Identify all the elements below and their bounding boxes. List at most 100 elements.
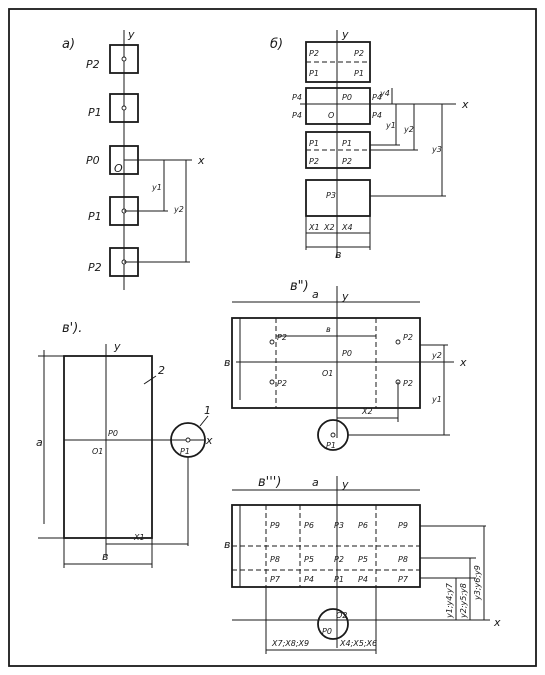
panel-a-load-5: P2 xyxy=(88,261,102,274)
panel-a-dim-y1-label: y1 xyxy=(151,183,162,192)
panel-b-y-label: y xyxy=(341,28,349,41)
panel-b-dim-x2: X2 xyxy=(323,223,335,232)
panel-v1-label: в'). xyxy=(62,321,82,336)
panel-a-load-2: P1 xyxy=(88,106,102,119)
panel-b-mid-block xyxy=(305,87,371,125)
panel-v3-height: в xyxy=(224,538,230,551)
panel-b-top-load-2: P2 xyxy=(354,49,364,58)
panel-v2-center-load: P0 xyxy=(342,349,352,358)
panel-v3-r2-2: P5 xyxy=(304,555,314,564)
panel-v2-external-load: P1 xyxy=(326,441,336,450)
panel-v2-corner-4: P2 xyxy=(403,379,413,388)
panel-v3-external-p0: P0 xyxy=(322,627,332,636)
panel-a-point-1 xyxy=(121,56,127,62)
panel-v3-r3-3: P1 xyxy=(334,575,344,584)
panel-v1-callout-2: 2 xyxy=(158,364,165,377)
panel-b-mid-load-2: P0 xyxy=(342,93,352,102)
panel-a-x-label: x xyxy=(197,154,205,167)
panel-b-dim-x4: X4 xyxy=(341,223,353,232)
panel-v2: в") y x a в в P2 P2 P2 P2 P0 O1 P1 y2 y1 xyxy=(224,279,467,451)
panel-v3-r1-2: P6 xyxy=(304,521,314,530)
panel-v1-block xyxy=(63,355,153,539)
panel-v3-label: в''') xyxy=(258,475,281,490)
panel-b-dim-y2: y2 xyxy=(403,125,414,134)
panel-v3-external-o2: O2 xyxy=(336,611,347,620)
panel-v3-r1-5: P9 xyxy=(398,521,408,530)
panel-v2-height: в xyxy=(224,356,230,369)
panel-b-top-load-4: P1 xyxy=(354,69,364,78)
panel-a-load-1: P2 xyxy=(86,58,100,71)
panel-v3-r2-1: P8 xyxy=(270,555,280,564)
panel-b-dim-y4: y4 xyxy=(379,89,390,98)
panel-v3-r1-3: P3 xyxy=(334,521,344,530)
panel-b-mid-load-4: P4 xyxy=(292,111,302,120)
panel-v3-x-label: x xyxy=(493,616,501,629)
panel-b-mid-load-5: P4 xyxy=(372,111,382,120)
panel-v3-dim-bottom-1: X7;X8;X9 xyxy=(271,639,309,648)
panel-b-label: б) xyxy=(270,37,283,52)
panel-b-bottom-block xyxy=(305,179,371,217)
panel-b-bottom-load: P3 xyxy=(326,191,336,200)
panel-b-top-load-1: P2 xyxy=(309,49,319,58)
panel-b-dim-y1: y1 xyxy=(385,121,396,130)
panel-v2-inner: в xyxy=(326,325,331,334)
panel-v3-r2-5: P8 xyxy=(398,555,408,564)
panel-v2-dim-y1: y1 xyxy=(431,395,442,404)
panel-a-y-label: y xyxy=(127,28,135,41)
panel-b-top-load-3: P1 xyxy=(309,69,319,78)
panel-a-label: а) xyxy=(62,37,75,52)
panel-a-dim-y2-label: y2 xyxy=(173,205,184,214)
panel-v1-load: P0 xyxy=(108,429,118,438)
panel-v1-dim-x1: X1 xyxy=(133,533,145,542)
panel-b-low-load-1: P1 xyxy=(309,139,319,148)
panel-v2-dim-x2: X2 xyxy=(361,407,373,416)
panel-v1-x-label: x xyxy=(205,434,213,447)
panel-b-dim-y3: y3 xyxy=(431,145,442,154)
panel-v3-r3-2: P4 xyxy=(304,575,314,584)
panel-v2-dim-y2: y2 xyxy=(431,351,442,360)
panel-v3-r2-4: P5 xyxy=(358,555,368,564)
panel-v3: в''') y x a в P9 P6 P3 P6 P9 P8 P5 P2 P5… xyxy=(224,475,501,654)
panel-v2-x-label: x xyxy=(459,356,467,369)
panel-a-block-1 xyxy=(109,44,139,74)
panel-b-low-load-3: P2 xyxy=(309,157,319,166)
panel-v2-corner-3: P2 xyxy=(277,379,287,388)
panel-v3-dim-right-2: y2;y5;y8 xyxy=(459,583,468,619)
panel-b-x-label: x xyxy=(461,98,469,111)
panel-v2-corner-1: P2 xyxy=(277,333,287,342)
panel-v3-dim-right-1: y1;y4;y7 xyxy=(445,582,454,619)
panel-v1-y-label: y xyxy=(113,340,121,353)
panel-v2-width: a xyxy=(312,288,319,301)
panel-v1-callout-1: 1 xyxy=(204,404,211,417)
panel-v2-y-label: y xyxy=(341,290,349,303)
sheet-border xyxy=(8,8,537,667)
panel-v3-dim-right-3: y3;y6;y9 xyxy=(473,565,482,601)
panel-v3-r3-5: P7 xyxy=(398,575,409,584)
panel-a-block-3 xyxy=(109,145,139,175)
panel-b-low-load-2: P1 xyxy=(342,139,352,148)
panel-v3-r3-1: P7 xyxy=(270,575,281,584)
panel-b: б) y x P2 P2 P1 P1 P4 P0 P4 P4 P4 O P1 P… xyxy=(270,28,469,261)
panel-v3-y-label: y xyxy=(341,478,349,491)
panel-a-block-2 xyxy=(109,93,139,123)
panel-a-origin: O xyxy=(114,162,123,175)
panel-b-low-load-4: P2 xyxy=(342,157,352,166)
panel-a-load-3: P0 xyxy=(86,154,100,167)
panel-v1-external-load: P1 xyxy=(180,447,190,456)
panel-v2-block xyxy=(231,317,421,409)
panel-v2-origin: O1 xyxy=(322,369,333,378)
panel-v3-r2-3: P2 xyxy=(334,555,344,564)
panel-v2-label: в") xyxy=(290,279,309,294)
panel-v3-r1-4: P6 xyxy=(358,521,368,530)
panel-b-dim-width: в xyxy=(335,248,341,261)
panel-b-mid-load-1: P4 xyxy=(292,93,302,102)
panel-b-origin: O xyxy=(328,111,334,120)
panel-b-dim-x1: X1 xyxy=(308,223,320,232)
panel-a: а) y x P2 P1 P0 P1 P2 O y1 y2 xyxy=(62,28,205,290)
panel-v2-corner-2: P2 xyxy=(403,333,413,342)
panel-v3-r3-4: P4 xyxy=(358,575,368,584)
panel-v3-r1-1: P9 xyxy=(270,521,280,530)
panel-v3-width: a xyxy=(312,476,319,489)
panel-v1: в'). y x P0 O1 P1 1 2 a X1 в xyxy=(36,321,213,568)
